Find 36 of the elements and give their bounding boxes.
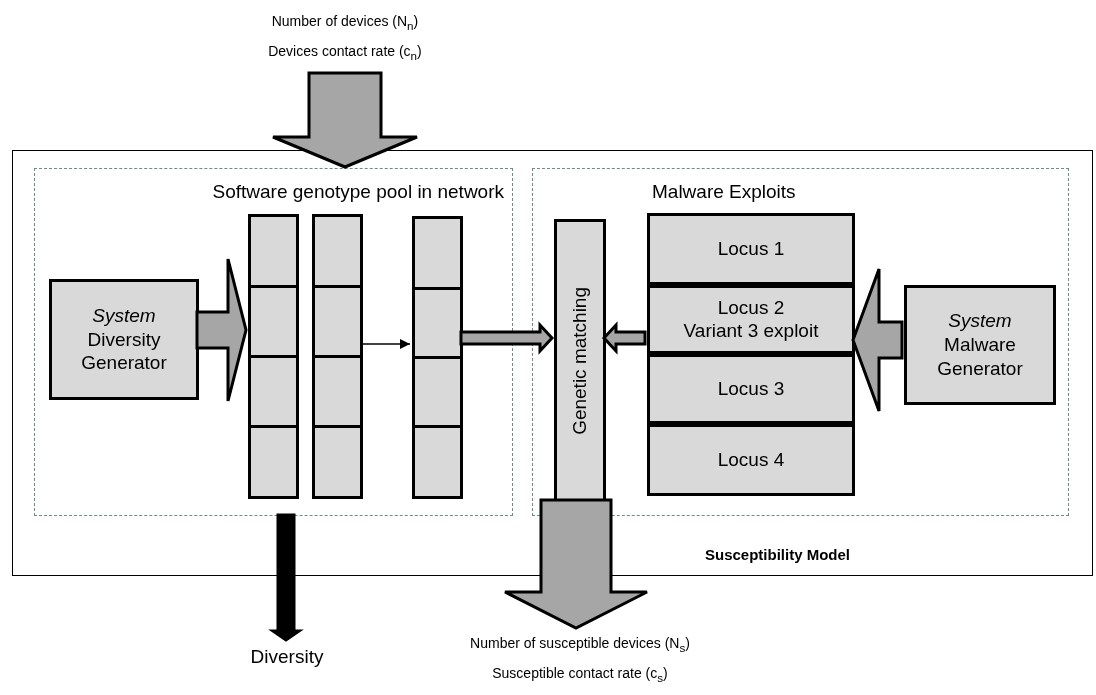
node-label: Devices contact rate (c$_{n}$) <box>268 41 422 64</box>
matching-box <box>554 219 606 502</box>
genotype-column <box>312 214 363 499</box>
block-arrow <box>601 321 647 355</box>
locus-box <box>647 354 855 424</box>
locus-box <box>647 285 855 354</box>
node-label: Genetic matching <box>568 286 591 435</box>
genotype-column <box>248 214 299 499</box>
node-label: Variant 3 exploit <box>683 319 819 343</box>
node-label: Locus 2 <box>717 296 785 320</box>
node-label: System Malware Generator <box>936 309 1024 381</box>
node-label: Locus 1 <box>717 237 785 261</box>
node-label: System Diversity Generator <box>80 303 168 376</box>
group-heading: Software genotype pool in network <box>212 181 504 204</box>
genotype-column <box>412 216 463 499</box>
node-label: Diversity <box>250 645 324 670</box>
locus-box <box>647 213 855 285</box>
block-arrow <box>271 71 419 169</box>
model-frame <box>12 150 1093 576</box>
group-area <box>34 168 513 516</box>
node-label: Number of devices (N$_{n}$) <box>271 11 419 34</box>
group-area <box>532 168 1069 516</box>
node-label: Locus 3 <box>717 377 785 401</box>
node-label: Number of susceptible devices (N$_{s}$) <box>470 634 690 657</box>
generator-box <box>904 285 1056 405</box>
block-arrow <box>459 321 555 355</box>
node-label: Locus 4 <box>717 448 785 472</box>
block-arrow <box>503 498 649 630</box>
group-heading: Susceptibility Model <box>705 546 851 564</box>
generator-box <box>49 279 199 400</box>
block-arrow <box>851 267 904 413</box>
group-heading: Malware Exploits <box>652 181 796 204</box>
node-label: Susceptible contact rate (c$_{s}$) <box>492 664 668 686</box>
block-arrow <box>268 513 304 642</box>
block-arrow <box>195 257 248 403</box>
locus-box <box>647 424 855 496</box>
